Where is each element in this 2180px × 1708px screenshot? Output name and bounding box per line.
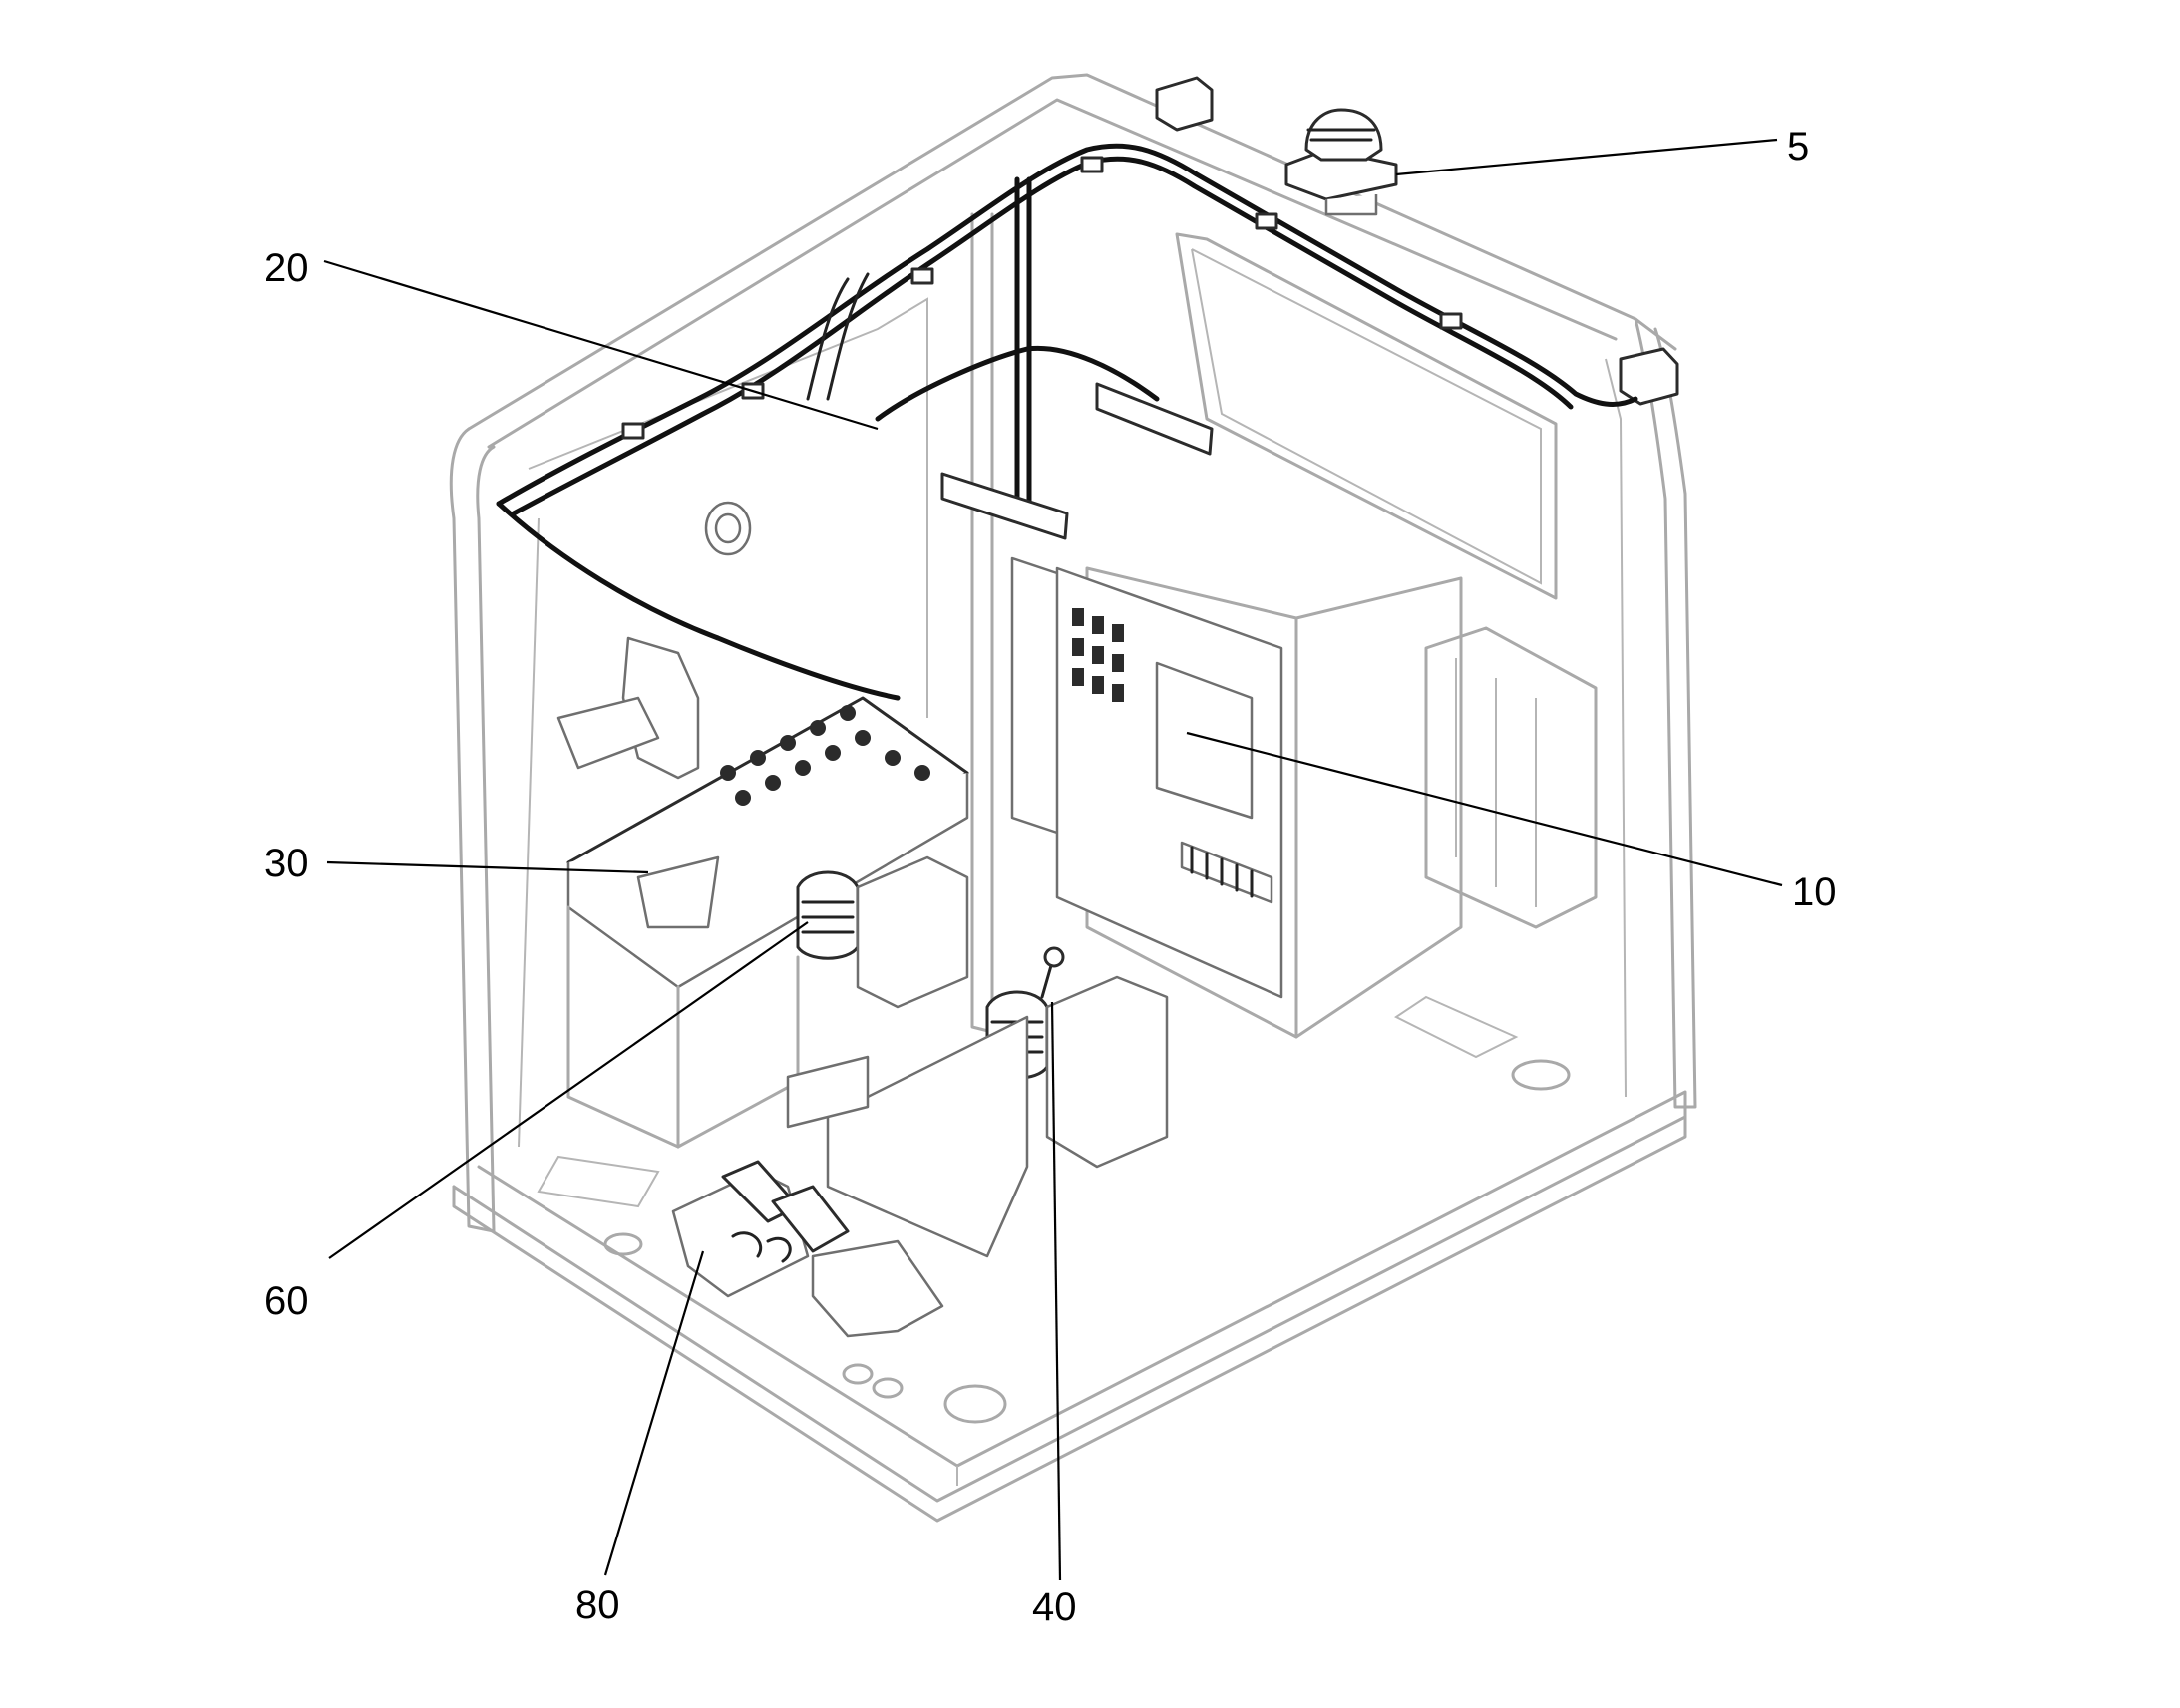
callout-60-label: 60 (264, 1279, 309, 1323)
callout-30: 30 (264, 842, 649, 885)
roof-wire-harness (496, 143, 1638, 701)
control-console (566, 696, 969, 1149)
work-lamp-rear (1619, 347, 1679, 406)
callout-60: 60 (264, 921, 809, 1323)
cab-frame (449, 73, 1697, 1523)
callout-80: 80 (575, 1250, 705, 1627)
dome-light-rear (1095, 382, 1214, 456)
electrical-cabinet (1010, 556, 1463, 1039)
callout-40: 40 (1032, 1001, 1077, 1629)
left-joystick (796, 855, 969, 1009)
callout-10-label: 10 (1792, 870, 1837, 914)
side-mount-plate (556, 636, 700, 780)
callout-40-label: 40 (1032, 1585, 1077, 1629)
callout-30-label: 30 (264, 842, 309, 885)
callout-20-label: 20 (264, 246, 309, 290)
work-lamp-front (1155, 76, 1214, 132)
callout-80-label: 80 (575, 1583, 620, 1627)
speaker (704, 501, 752, 556)
right-joystick (786, 946, 1169, 1258)
callout-5-label: 5 (1787, 125, 1809, 169)
pedal-assembly (671, 1160, 944, 1338)
callout-5: 5 (1395, 125, 1809, 176)
dome-light-front (940, 472, 1069, 540)
callout-10: 10 (1186, 731, 1837, 914)
fuse-box-bracket (1424, 626, 1598, 929)
beacon-light (1284, 108, 1398, 216)
callout-20: 20 (264, 246, 879, 431)
